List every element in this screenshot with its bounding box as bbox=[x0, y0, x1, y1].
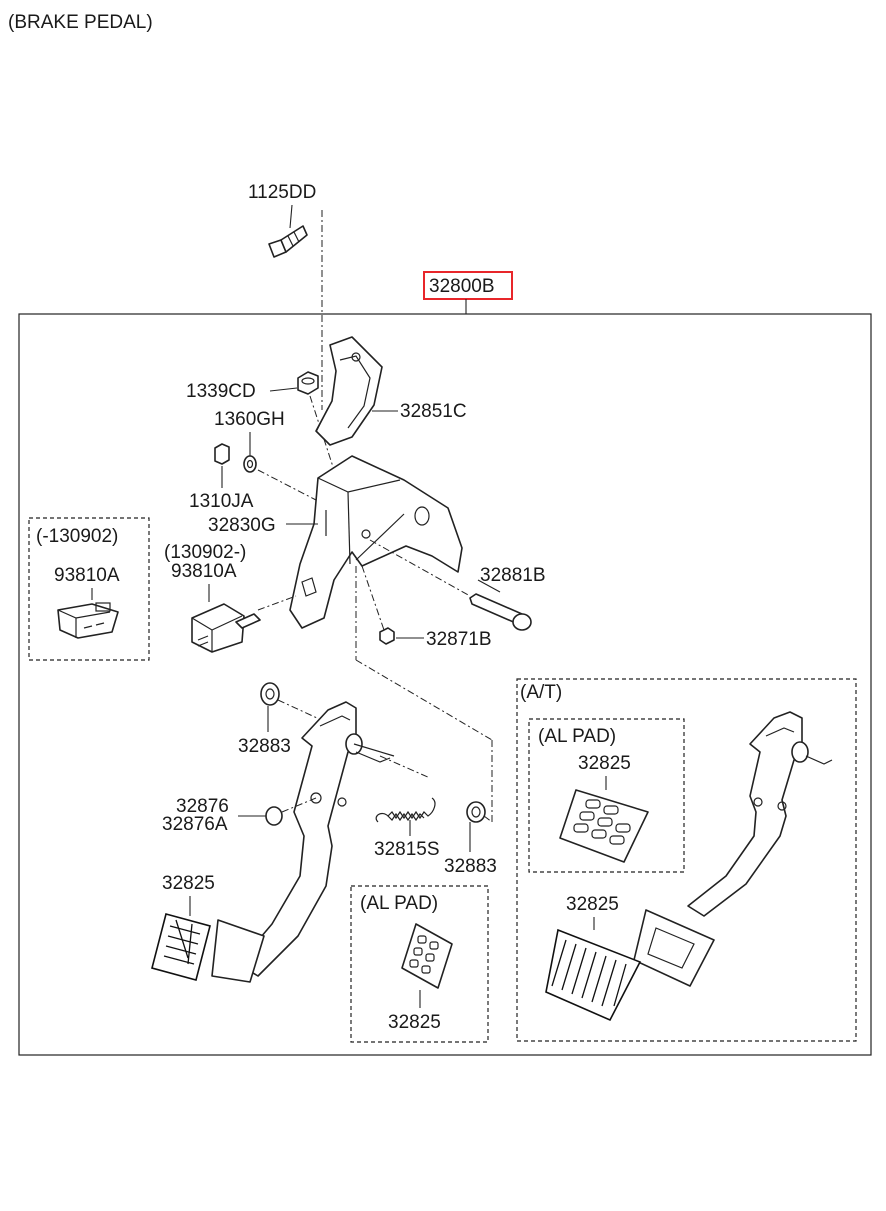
leader-1125dd bbox=[289, 204, 293, 229]
label-1339cd[interactable]: 1339CD bbox=[186, 381, 256, 402]
bushing-lower-32883 bbox=[466, 801, 486, 823]
label-32825-main[interactable]: 32825 bbox=[162, 873, 215, 894]
label-1310ja[interactable]: 1310JA bbox=[189, 491, 254, 512]
label-32883-upper[interactable]: 32883 bbox=[238, 736, 291, 757]
pad-at-32825 bbox=[545, 928, 642, 1022]
switch-new-93810a bbox=[191, 603, 261, 653]
label-32871b[interactable]: 32871B bbox=[426, 629, 492, 650]
label-32876a[interactable]: 32876A bbox=[162, 814, 228, 835]
stopper-32876 bbox=[265, 806, 283, 826]
assembly-code-highlight bbox=[423, 271, 513, 300]
dash-stopper bbox=[281, 797, 317, 813]
group-old-switch-label: (-130902) bbox=[36, 526, 118, 547]
screw-32871b bbox=[379, 627, 395, 645]
label-93810a-new[interactable]: 93810A bbox=[171, 561, 237, 582]
leader-32881b bbox=[477, 579, 501, 593]
pin-32881b bbox=[469, 593, 532, 631]
spring-32815s bbox=[375, 797, 436, 823]
washer-1360gh bbox=[243, 455, 257, 473]
pad-main-32825 bbox=[151, 913, 211, 981]
pad-al-at-32825 bbox=[559, 789, 649, 863]
group-at-label: (A/T) bbox=[520, 682, 562, 703]
group-old-switch-box bbox=[28, 517, 150, 661]
group-al-pad-at-label: (AL PAD) bbox=[538, 726, 616, 747]
dash-1310ja bbox=[257, 469, 317, 501]
dash-1339cd bbox=[309, 395, 335, 471]
label-1360gh[interactable]: 1360GH bbox=[214, 409, 285, 430]
nut-1310ja bbox=[214, 443, 230, 465]
label-93810a-old[interactable]: 93810A bbox=[54, 565, 120, 586]
diagram-title: (BRAKE PEDAL) bbox=[8, 12, 153, 33]
pedal-arm-at bbox=[633, 711, 833, 987]
label-32883-lower[interactable]: 32883 bbox=[444, 856, 497, 877]
label-32851c[interactable]: 32851C bbox=[400, 401, 467, 422]
bolt-1125dd bbox=[268, 225, 308, 258]
group-new-switch-label: (130902-) bbox=[164, 542, 246, 563]
leader-1339cd bbox=[269, 387, 298, 392]
label-32881b[interactable]: 32881B bbox=[480, 565, 546, 586]
reinforcement-32851c bbox=[315, 336, 383, 446]
label-32830g[interactable]: 32830G bbox=[208, 515, 276, 536]
group-al-pad-at-box bbox=[528, 718, 685, 873]
label-32825-at[interactable]: 32825 bbox=[566, 894, 619, 915]
label-1125dd[interactable]: 1125DD bbox=[248, 182, 316, 203]
dash-switch-new bbox=[257, 595, 297, 611]
assembly-frame bbox=[18, 313, 872, 1056]
label-32825-al-mid[interactable]: 32825 bbox=[388, 1012, 441, 1033]
dash-spring bbox=[379, 755, 431, 779]
label-32876[interactable]: 32876 bbox=[176, 796, 229, 817]
assembly-code-label[interactable]: 32800B bbox=[429, 276, 495, 297]
dash-32881b bbox=[369, 539, 471, 597]
pedal-arm bbox=[211, 701, 395, 983]
label-32825-al-at[interactable]: 32825 bbox=[578, 753, 631, 774]
group-al-pad-mid-box bbox=[350, 885, 489, 1043]
group-al-pad-mid-label: (AL PAD) bbox=[360, 893, 438, 914]
bracket-32830g bbox=[289, 455, 463, 629]
group-at-box bbox=[516, 678, 857, 1042]
label-32815s[interactable]: 32815S bbox=[374, 839, 440, 860]
dash-bracket-diag bbox=[355, 659, 493, 741]
bushing-upper-32883 bbox=[260, 682, 280, 706]
dash-bushing-lower bbox=[483, 815, 493, 823]
dash-32871b bbox=[361, 565, 385, 631]
switch-old-93810a bbox=[57, 602, 119, 639]
nut-1339cd bbox=[297, 371, 319, 395]
pad-al-mid-32825 bbox=[401, 923, 453, 989]
